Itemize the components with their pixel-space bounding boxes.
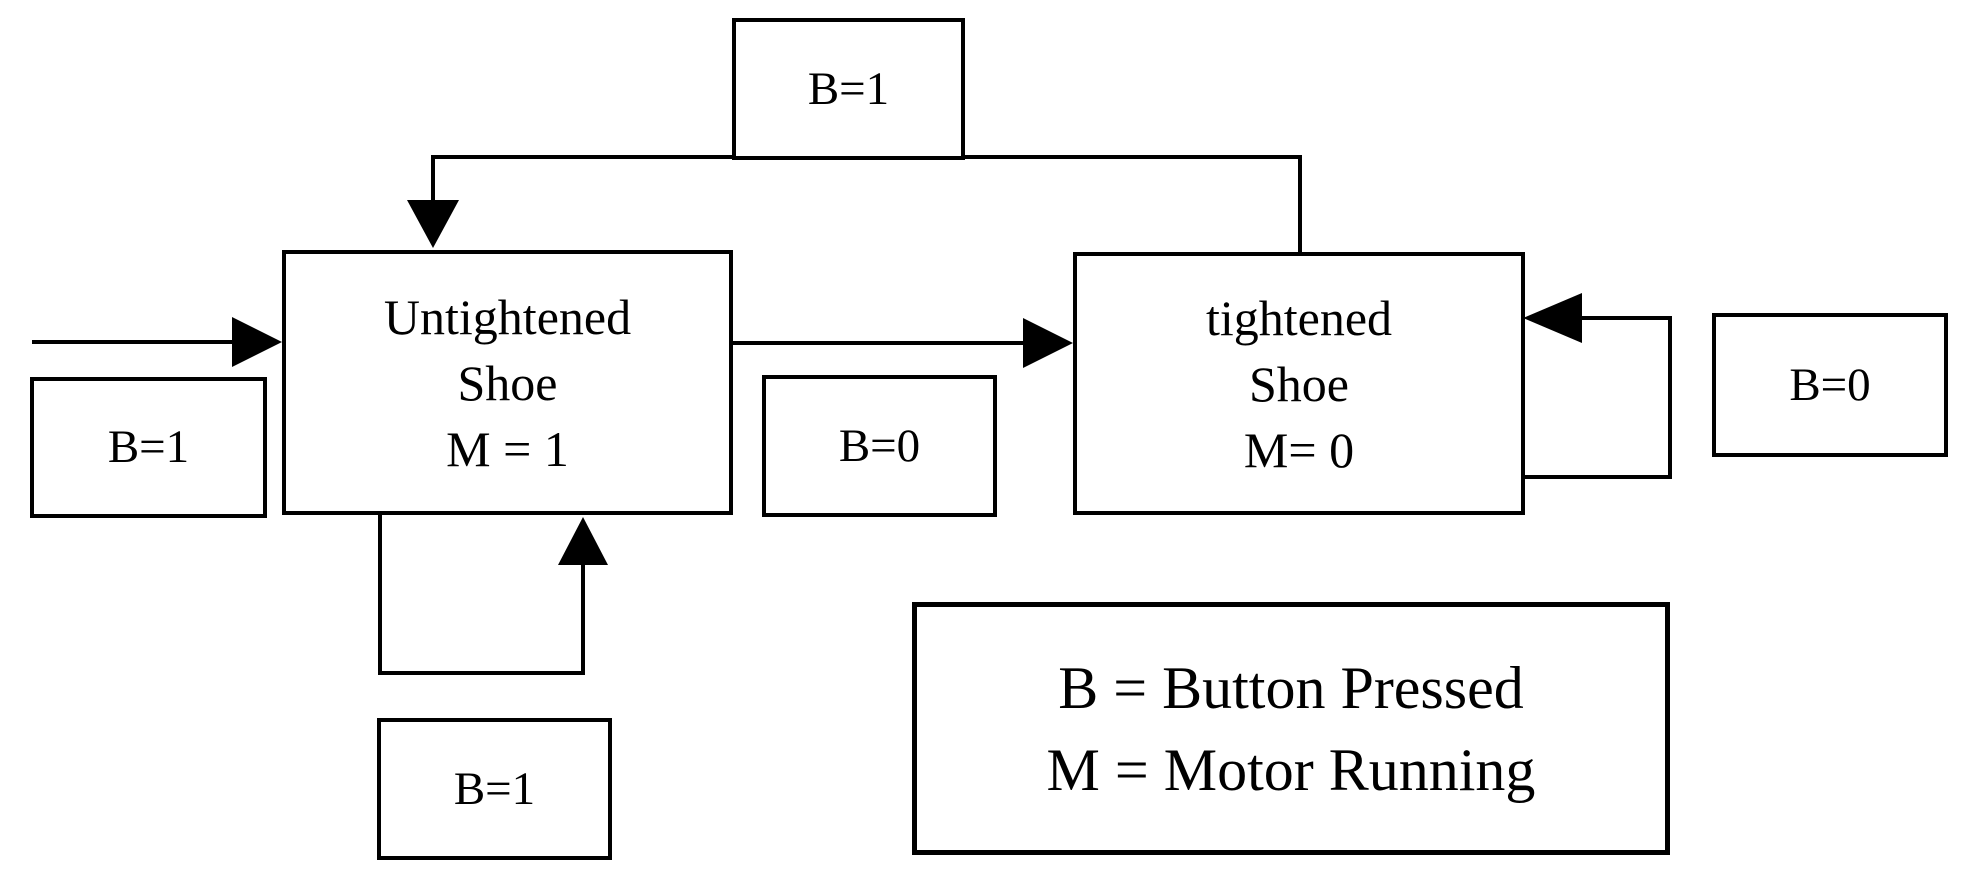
label-b0-middle-text: B=0	[838, 419, 921, 472]
label-b0-right-text: B=0	[1789, 358, 1871, 411]
state-tightened-line1: tightened	[1205, 289, 1393, 346]
label-b1-top-text: B=1	[807, 62, 890, 115]
legend-line2: M = Motor Running	[1046, 736, 1536, 803]
state-untightened-shoe: Untightened Shoe M = 1	[282, 250, 733, 515]
arrowhead-right-into-untightened	[232, 317, 282, 367]
label-b1-bottom: B=1	[377, 718, 612, 860]
self-loop-tightened-line	[1523, 316, 1672, 479]
label-b0-middle: B=0	[762, 375, 997, 517]
transition-tightened-to-untightened-line	[431, 155, 1302, 252]
state-untightened-line2: Shoe	[457, 354, 558, 411]
state-tightened-shoe: tightened Shoe M= 0	[1073, 252, 1525, 515]
state-tightened-line2: Shoe	[1249, 355, 1349, 412]
label-b1-top: B=1	[732, 18, 965, 160]
state-untightened-line3: M = 1	[446, 420, 569, 477]
arrowhead-left-into-tightened	[1523, 293, 1582, 343]
arrowhead-up-into-untightened	[558, 517, 608, 565]
legend-line1: B = Button Pressed	[1058, 654, 1524, 721]
legend-box: B = Button Pressed M = Motor Running	[912, 602, 1670, 855]
state-untightened-line1: Untightened	[383, 288, 632, 345]
label-b1-initial-text: B=1	[107, 421, 190, 473]
label-b1-bottom-text: B=1	[453, 762, 536, 815]
label-b1-initial: B=1	[30, 377, 267, 518]
state-tightened-line3: M= 0	[1243, 421, 1355, 478]
arrowhead-right-into-tightened	[1023, 318, 1073, 368]
arrowhead-down-into-untightened	[407, 200, 459, 248]
self-loop-untightened-line	[378, 515, 585, 675]
label-b0-right: B=0	[1712, 313, 1948, 457]
